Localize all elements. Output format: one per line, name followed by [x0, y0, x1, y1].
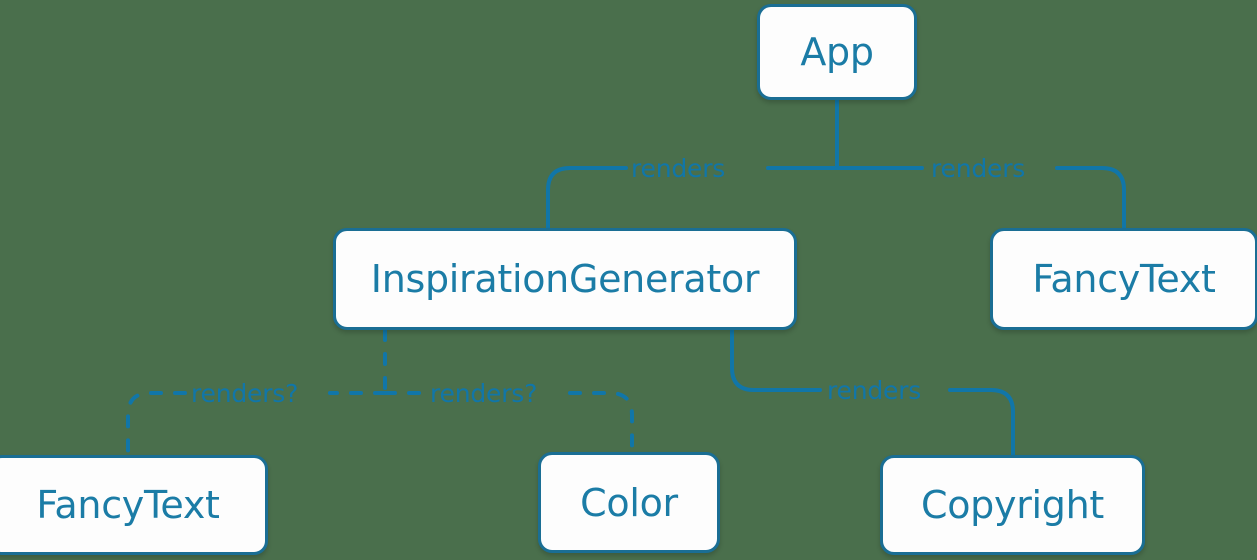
node-app[interactable]: App [757, 4, 917, 100]
node-inspiration-generator[interactable]: InspirationGenerator [333, 228, 797, 330]
node-color[interactable]: Color [538, 452, 720, 553]
node-label-color: Color [580, 480, 678, 525]
edge-label-inspiration-generator-color: renders? [430, 379, 538, 408]
edge-ig-copyright [948, 388, 1015, 457]
edge-app-ig [546, 166, 628, 230]
edge-ig-fancytext2 [126, 391, 187, 457]
node-label-copyright: Copyright [921, 483, 1104, 527]
edge-ig-color [568, 391, 634, 454]
node-label-app: App [800, 30, 874, 74]
edge-label-inspiration-generator-fancytext: renders? [191, 379, 299, 408]
node-label-fancytext-bottom: FancyText [36, 483, 220, 527]
edge-label-inspiration-generator-copyright: renders [827, 376, 922, 405]
edge-ig-copyright-seg-left [730, 328, 822, 392]
node-fancytext-bottom[interactable]: FancyText [0, 455, 268, 555]
edge-label-app-inspiration-generator: renders [631, 154, 726, 183]
node-copyright[interactable]: Copyright [880, 455, 1145, 555]
edge-label-app-fancytext: renders [931, 154, 1026, 183]
node-label-fancytext-top: FancyText [1032, 257, 1216, 301]
node-label-inspiration-generator: InspirationGenerator [370, 257, 760, 301]
node-fancytext-top[interactable]: FancyText [990, 228, 1257, 330]
edge-app-fancytext [1055, 166, 1126, 230]
